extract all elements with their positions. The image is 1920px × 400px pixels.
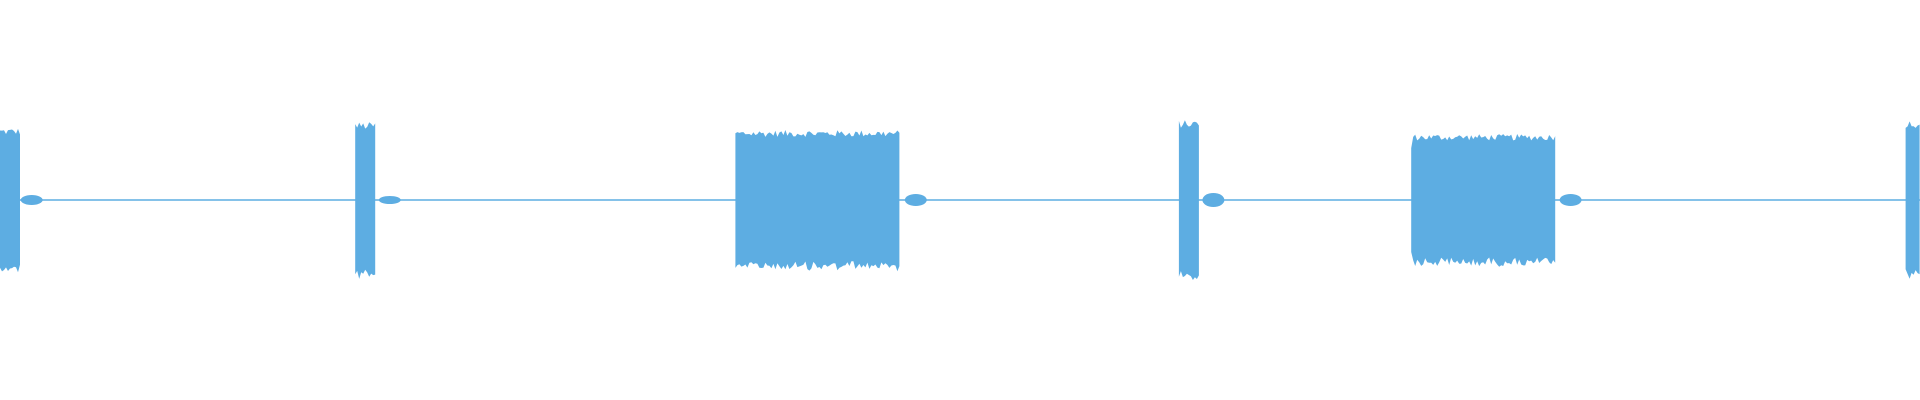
waveform-tail xyxy=(904,194,927,206)
waveform-burst xyxy=(0,128,20,273)
waveform-burst xyxy=(1178,120,1199,280)
waveform-tail xyxy=(1559,194,1582,206)
waveform-bursts xyxy=(0,120,1920,280)
waveform-tail xyxy=(378,196,401,204)
waveform-tail xyxy=(20,195,43,205)
waveform-burst xyxy=(735,130,900,272)
waveform-burst xyxy=(1905,121,1920,279)
waveform-burst xyxy=(355,122,376,279)
waveform-tails xyxy=(20,193,1582,207)
waveform-burst xyxy=(1411,134,1556,267)
waveform-tail xyxy=(1202,193,1225,207)
